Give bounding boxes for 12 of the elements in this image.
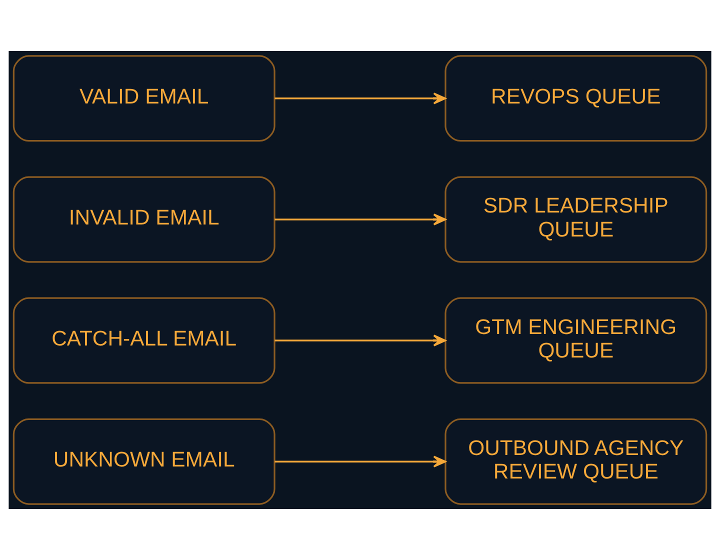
arrow [274, 92, 446, 104]
arrow [274, 334, 446, 346]
node-box: VALID EMAIL [12, 55, 276, 142]
node-box: SDR LEADERSHIP QUEUE [444, 176, 708, 263]
node-box: REVOPS QUEUE [444, 55, 708, 142]
node-box: INVALID EMAIL [12, 176, 276, 263]
node-box: CATCH-ALL EMAIL [12, 297, 276, 384]
arrow [274, 456, 446, 468]
arrow [274, 214, 446, 226]
node-box: UNKNOWN EMAIL [12, 418, 276, 505]
node-box: OUTBOUND AGENCY REVIEW QUEUE [444, 418, 708, 505]
node-box: GTM ENGINEERING QUEUE [444, 297, 708, 384]
